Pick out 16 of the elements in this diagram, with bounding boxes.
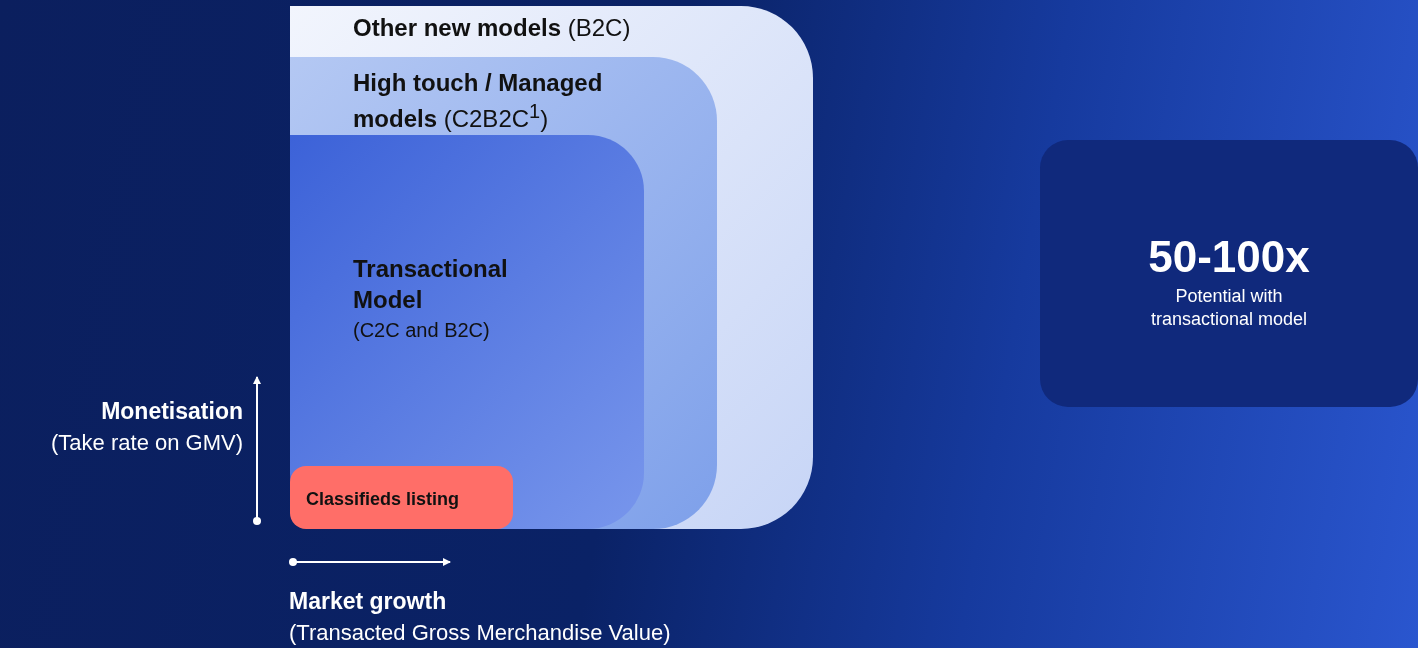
axis-subtitle: (Take rate on GMV) [51,430,243,456]
box-heading: Other new models (B2C) [353,13,631,43]
axis-subtitle: (Transacted Gross Merchandise Value) [289,620,671,646]
highlight-card [1040,140,1418,407]
box-heading: Transactional Model [353,254,509,316]
axis-title: Monetisation [101,398,243,425]
nested-box [290,466,513,529]
box-label: Classifieds listing [306,488,460,511]
box-heading: High touch / Managed models (C2B2C$^{1}$) [353,68,604,135]
nested-box [290,57,717,529]
box-caption: Potential with transactional model [1149,285,1309,332]
nested-box [290,6,813,529]
nested-box [290,135,644,529]
multiplier-value: 50-100x [1147,231,1311,283]
box-subtitle: (C2C and B2C) [353,318,490,343]
axis-title: Market growth [289,588,447,615]
